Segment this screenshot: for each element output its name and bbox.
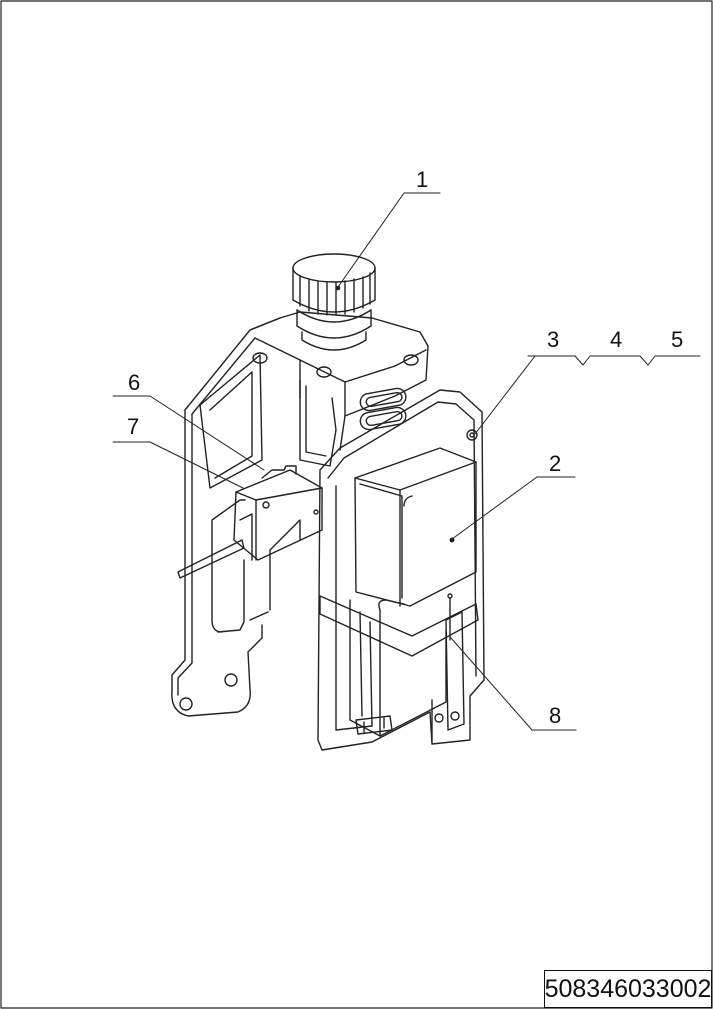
leader-6 (112, 395, 265, 471)
part-label-6: 6 (128, 370, 140, 395)
knob (292, 253, 376, 351)
part-label-2: 2 (549, 451, 561, 476)
bracket-frame (171, 311, 429, 717)
leader-3-4-5 (527, 355, 701, 366)
leader-3 (474, 355, 536, 435)
document-number: 508346033002 (544, 974, 712, 1003)
leader-2 (451, 476, 576, 540)
document-number-box: 508346033002 (544, 970, 712, 1008)
part-label-1: 1 (416, 167, 428, 192)
leader-7 (112, 441, 244, 489)
part-label-3: 3 (547, 327, 559, 352)
part-label-5: 5 (671, 327, 683, 352)
enclosure (317, 389, 485, 751)
part-label-4: 4 (610, 327, 622, 352)
part-numbers: 1 2 3 4 5 6 7 8 (127, 167, 683, 728)
part-label-8: 8 (549, 703, 561, 728)
leader-8 (450, 637, 577, 731)
micro-switch (177, 465, 323, 579)
leader-1 (337, 192, 441, 288)
leader-lines (112, 192, 701, 731)
part-label-7: 7 (127, 414, 139, 439)
